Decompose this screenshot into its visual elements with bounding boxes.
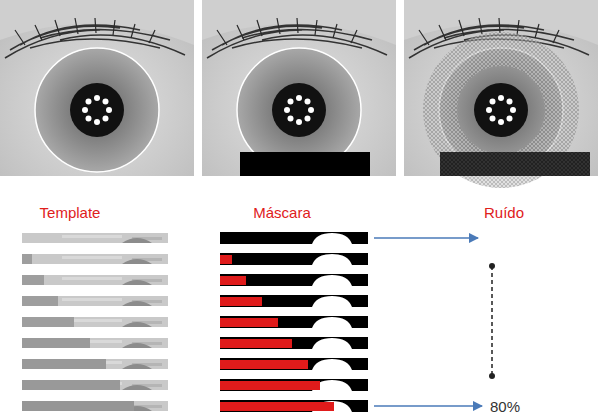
column-heading: Ruído <box>484 204 524 221</box>
column-heading: Template <box>40 204 101 221</box>
percent-label: 80% <box>490 398 520 414</box>
column-heading: Máscara <box>253 204 311 221</box>
